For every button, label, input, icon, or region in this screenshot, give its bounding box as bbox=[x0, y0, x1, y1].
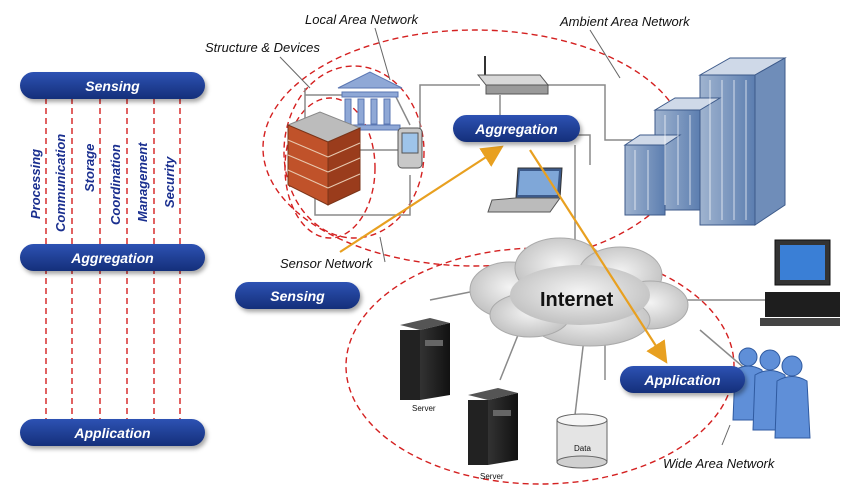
function-label-management: Management bbox=[135, 142, 150, 222]
router-icon bbox=[476, 56, 550, 95]
internet-cloud-icon bbox=[469, 237, 689, 347]
sensing-pill: Sensing bbox=[235, 282, 360, 309]
wide-area-network-label: Wide Area Network bbox=[663, 456, 775, 471]
local-area-ellipse bbox=[283, 65, 425, 239]
application-pill: Application bbox=[620, 366, 745, 393]
function-label-security: Security bbox=[162, 156, 177, 208]
server-icon bbox=[400, 318, 450, 400]
function-label-coordination: Coordination bbox=[108, 144, 123, 225]
aggregation-pill: Aggregation bbox=[453, 115, 580, 142]
data-flow-arrows bbox=[339, 145, 668, 364]
pda-device-icon bbox=[397, 127, 423, 169]
office-buildings-icon bbox=[623, 57, 787, 226]
function-label-communication: Communication bbox=[53, 133, 68, 232]
ambient-area-network-label: Ambient Area Network bbox=[560, 14, 690, 29]
bank-building-icon bbox=[337, 71, 403, 131]
sensing-bar: Sensing bbox=[20, 72, 205, 99]
users-group-icon bbox=[732, 347, 811, 439]
structure-devices-label: Structure & Devices bbox=[205, 40, 320, 55]
application-bar: Application bbox=[20, 419, 205, 446]
server-icon bbox=[468, 388, 518, 465]
server-label: Server bbox=[412, 404, 436, 413]
function-label-processing: Processing bbox=[28, 148, 43, 219]
function-label-storage: Storage bbox=[82, 143, 97, 192]
internet-label: Internet bbox=[540, 289, 614, 311]
firewall-wall-icon bbox=[286, 111, 362, 206]
data-label: Data bbox=[574, 444, 591, 453]
server-label: Server bbox=[480, 472, 504, 481]
aggregation-bar: Aggregation bbox=[20, 244, 205, 271]
sensor-network-ellipse bbox=[284, 97, 376, 239]
callout-lines bbox=[279, 27, 731, 446]
laptop-icon bbox=[487, 167, 563, 213]
sensor-network-label: Sensor Network bbox=[280, 256, 373, 271]
local-area-network-label: Local Area Network bbox=[305, 12, 418, 27]
desktop-computer-icon bbox=[760, 239, 840, 326]
database-cylinder-icon bbox=[556, 413, 608, 469]
